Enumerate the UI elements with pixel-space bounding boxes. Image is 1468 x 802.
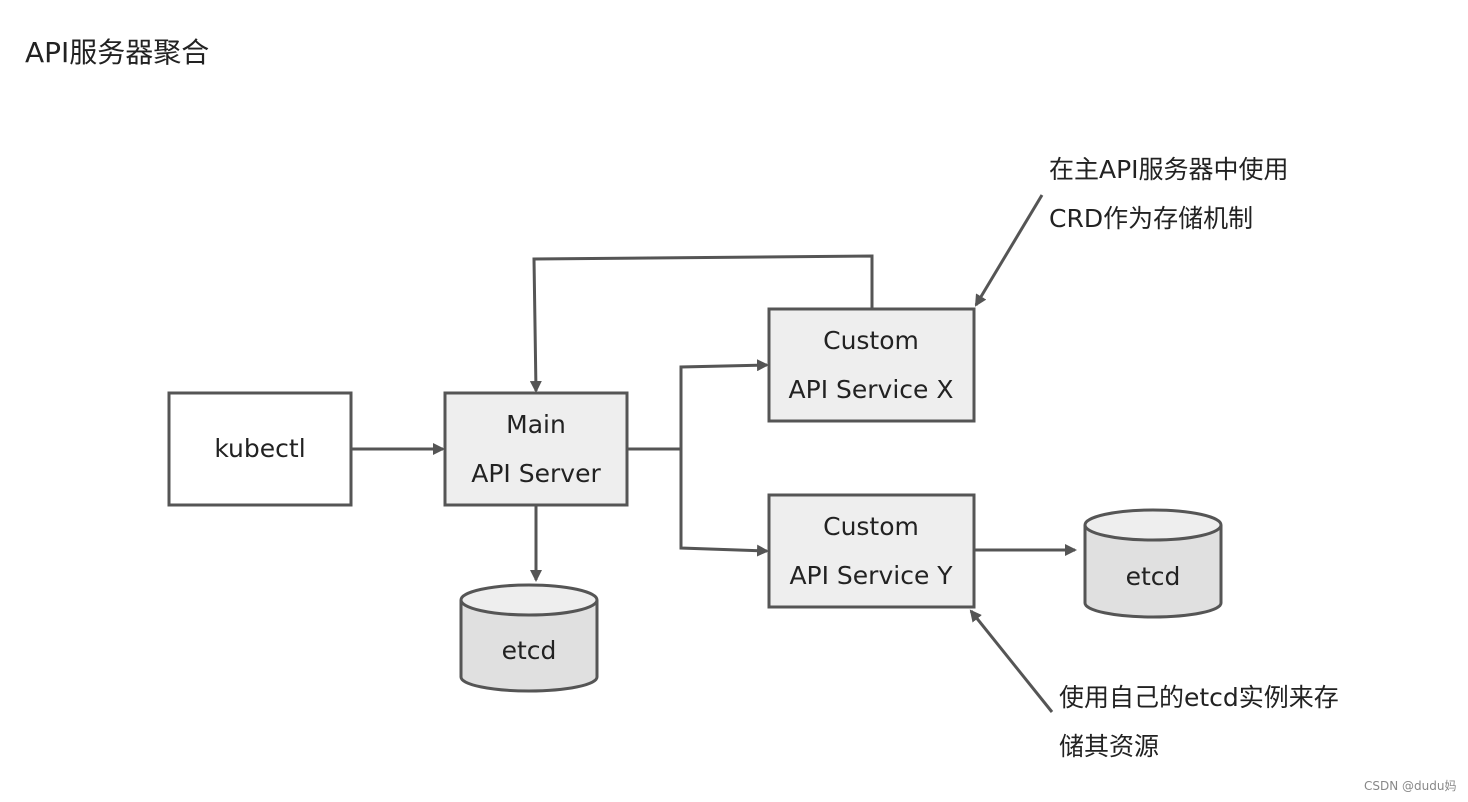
- custom-api-service-y-node: Custom API Service Y: [767, 493, 976, 609]
- annotation-x-line2: CRD作为存储机制: [1049, 204, 1253, 233]
- etcd-y-label: etcd: [1126, 562, 1181, 591]
- kubectl-box: [167, 391, 353, 507]
- annotation-y-line1: 使用自己的etcd实例来存: [1059, 683, 1339, 712]
- custom-api-service-x-node: Custom API Service X: [767, 307, 976, 423]
- annotation-arrow-y: [969, 609, 1054, 713]
- annotation-arrow-x: [974, 194, 1044, 307]
- main-api-server-line1: Main: [506, 410, 566, 439]
- arrow-custom-x-to-main: [529, 254, 874, 393]
- custom-api-service-y-line1: Custom: [823, 512, 919, 541]
- annotation-x-line1: 在主API服务器中使用: [1049, 155, 1289, 184]
- etcd-y-database-icon: etcd: [1083, 508, 1223, 619]
- etcd-main-label: etcd: [502, 636, 557, 665]
- main-api-server-line2: API Server: [471, 459, 601, 488]
- watermark-text: CSDN @dudu妈: [1364, 779, 1456, 793]
- annotation-y-line2: 储其资源: [1059, 732, 1159, 761]
- arrow-main-to-custom-x: [679, 359, 769, 449]
- kubectl-label: kubectl: [214, 434, 305, 463]
- etcd-main-database-icon: etcd: [459, 583, 599, 693]
- kubectl-node: kubectl: [167, 391, 353, 507]
- main-api-server-node: Main API Server: [443, 391, 629, 507]
- main-api-server-box: [443, 391, 629, 507]
- page-title: API服务器聚合: [25, 36, 209, 69]
- custom-api-service-x-line2: API Service X: [789, 375, 954, 404]
- arrow-main-to-custom-y: [679, 449, 769, 557]
- custom-api-service-y-line2: API Service Y: [789, 561, 953, 590]
- custom-api-service-x-line1: Custom: [823, 326, 919, 355]
